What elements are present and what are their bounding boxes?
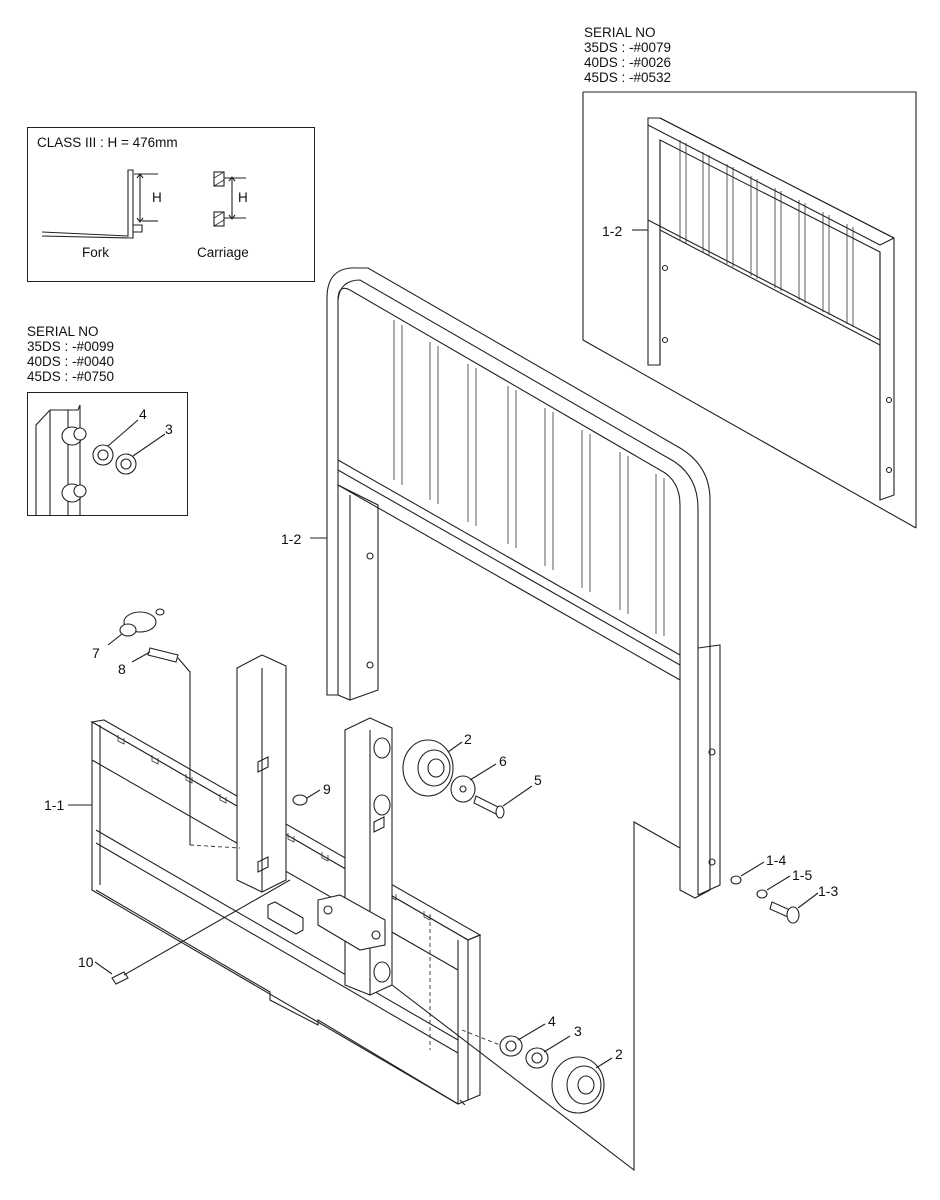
carriage-h-label: H <box>238 190 248 205</box>
callout-washer-4-lower: 4 <box>548 1013 556 1029</box>
fork-label: Fork <box>82 245 109 260</box>
callout-carriage: 1-1 <box>44 797 65 813</box>
callout-backrest-inset: 1-2 <box>602 223 623 239</box>
fork-h-label: H <box>152 190 162 205</box>
serial-top-right-line-3: 45DS : -#0532 <box>584 70 672 85</box>
roller-inset-box <box>27 392 188 516</box>
callout-roller-lower: 2 <box>615 1046 623 1062</box>
class-box-drawing <box>41 169 246 239</box>
callout-part-7: 7 <box>92 645 100 661</box>
callout-washer-1-5: 1-5 <box>792 867 813 883</box>
callout-washer-3-lower: 3 <box>574 1023 582 1039</box>
callout-washer-1-4: 1-4 <box>766 852 787 868</box>
carriage-label: Carriage <box>197 245 249 260</box>
callout-inset-washer-4: 4 <box>139 406 147 422</box>
serial-top-right-line-2: 40DS : -#0026 <box>584 55 672 70</box>
callout-roller-upper: 2 <box>464 731 472 747</box>
roller-inset-drawing <box>35 404 166 515</box>
serial-left-line-2: 40DS : -#0040 <box>27 354 115 369</box>
carriage-drawing <box>68 654 501 1105</box>
class-iii-box <box>27 127 315 282</box>
callout-washer-6: 6 <box>499 753 507 769</box>
hardware-drawing <box>94 608 819 1172</box>
callout-bolt-1-3: 1-3 <box>818 883 839 899</box>
serial-left-line-1: 35DS : -#0099 <box>27 339 115 354</box>
class-box-title: CLASS III : H = 476mm <box>37 135 178 150</box>
main-backrest-drawing <box>310 267 721 899</box>
callout-inset-washer-3: 3 <box>165 421 173 437</box>
callout-nut-9: 9 <box>323 781 331 797</box>
backrest-inset-drawing <box>632 117 895 501</box>
serial-top-right-title: SERIAL NO <box>584 25 656 40</box>
backrest-inset-outline <box>582 91 917 529</box>
serial-top-right-line-1: 35DS : -#0079 <box>584 40 672 55</box>
serial-left-line-3: 45DS : -#0750 <box>27 369 115 384</box>
serial-left-title: SERIAL NO <box>27 324 99 339</box>
callout-bolt-10: 10 <box>78 954 94 970</box>
callout-backrest-main: 1-2 <box>281 531 302 547</box>
callout-bolt-5: 5 <box>534 772 542 788</box>
callout-part-8: 8 <box>118 661 126 677</box>
